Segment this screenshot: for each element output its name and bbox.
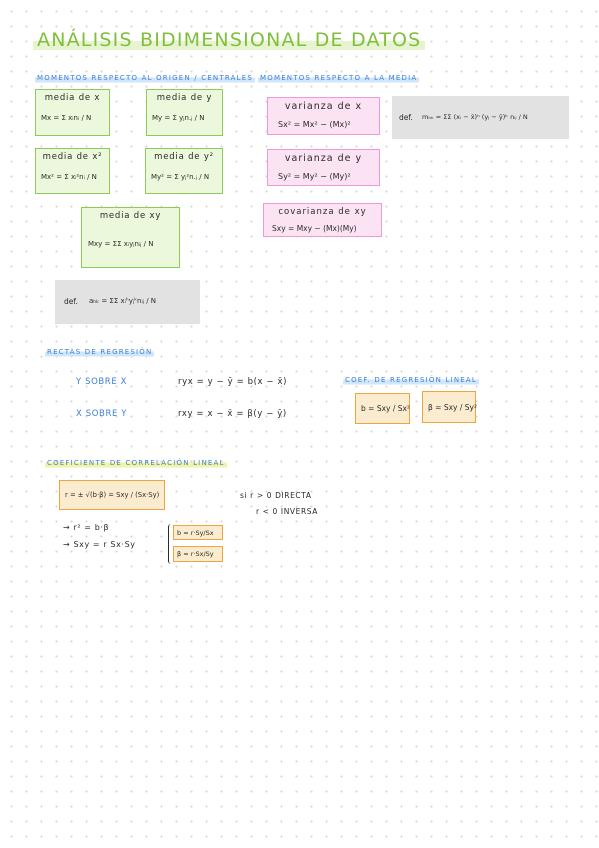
mean-xy-box: media de xy Mxy = ΣΣ xᵢyⱼnᵢⱼ / N [81,207,180,268]
mean-xy-formula: Mxy = ΣΣ xᵢyⱼnᵢⱼ / N [88,240,154,248]
mean-y2-formula: My² = Σ yⱼ²n.ⱼ / N [151,173,210,181]
sxy-from-r-formula: → Sxy = r Sx·Sy [63,540,136,549]
var-x-label: varianza de x [284,101,363,112]
coef-b-box: b = Sxy / Sx² [355,393,410,424]
section-moments-origin: MOMENTOS RESPECTO AL ORIGEN / CENTRALES [35,73,255,83]
correlation-inverse: r < 0 INVERSA [256,507,319,516]
section-correlation: COEFICIENTE DE CORRELACIÓN LINEAL [45,458,227,468]
var-y-box: varianza de y Sy² = My² − (My)² [267,149,380,186]
def-origin-box: def. aₕₖ = ΣΣ xᵢʰyⱼᵏnᵢⱼ / N [55,280,200,324]
section-regression-lines: RECTAS DE REGRESIÓN [45,347,155,357]
regression-x-on-y-label: X SOBRE Y [76,409,128,419]
b-from-r-box: b = r·Sy/Sx [173,525,223,540]
def-origin-label: def. [64,297,78,306]
regression-x-on-y-formula: rxy = x − x̄ = β(y − ȳ) [178,409,287,419]
var-x-box: varianza de x Sx² = Mx² − (Mx)² [267,97,380,135]
mean-x-formula: Mx = Σ xᵢnᵢ / N [41,114,92,122]
r-squared-formula: → r² = b·β [63,523,110,532]
cov-xy-label: covarianza de xy [278,207,367,217]
b-from-r-formula: b = r·Sy/Sx [177,529,214,537]
mean-y2-label: media de y² [154,152,214,162]
mean-y2-box: media de y² My² = Σ yⱼ²n.ⱼ / N [145,148,223,194]
mean-x-box: media de x Mx = Σ xᵢnᵢ / N [35,89,110,136]
cov-xy-box: covarianza de xy Sxy = Mxy − (Mx)(My) [263,203,382,237]
coef-b-formula: b = Sxy / Sx² [361,404,410,413]
mean-x-label: media de x [44,93,101,103]
mean-xy-label: media de xy [99,211,162,221]
coef-beta-box: β = Sxy / Sy² [422,391,477,423]
var-x-formula: Sx² = Mx² − (Mx)² [278,120,351,129]
correlation-formula-box: r = ± √(b·β) = Sxy / (Sx·Sy) [59,480,165,510]
correlation-direct: si r > 0 DIRECTA [240,491,312,500]
var-y-formula: Sy² = My² − (My)² [278,172,351,181]
def-central-formula: mₕₖ = ΣΣ (xᵢ − x̄)ʰ (yⱼ − ȳ)ᵏ nᵢⱼ / N [422,113,528,121]
mean-x2-label: media de x² [42,152,103,162]
beta-from-r-formula: β = r·Sx/Sy [177,550,214,558]
var-y-label: varianza de y [284,153,363,164]
brace-divider [168,524,172,564]
mean-y-formula: My = Σ yⱼn.ⱼ / N [152,114,205,122]
def-origin-formula: aₕₖ = ΣΣ xᵢʰyⱼᵏnᵢⱼ / N [89,297,157,305]
def-central-label: def. [399,113,413,122]
def-central-box: def. mₕₖ = ΣΣ (xᵢ − x̄)ʰ (yⱼ − ȳ)ᵏ nᵢⱼ /… [392,96,569,139]
section-moments-mean: MOMENTOS RESPECTO A LA MEDIA [258,73,420,83]
correlation-formula: r = ± √(b·β) = Sxy / (Sx·Sy) [65,491,160,499]
beta-from-r-box: β = r·Sx/Sy [173,546,223,562]
section-regression-coef: COEF. DE REGRESIÓN LINEAL [343,375,479,385]
coef-beta-formula: β = Sxy / Sy² [428,403,477,412]
page-title: ANÁLISIS BIDIMENSIONAL DE DATOS [33,28,426,52]
cov-xy-formula: Sxy = Mxy − (Mx)(My) [272,224,357,233]
mean-y-box: media de y My = Σ yⱼn.ⱼ / N [146,89,223,136]
regression-y-on-x-formula: ryx = y − ȳ = b(x − x̄) [178,377,288,387]
regression-y-on-x-label: Y SOBRE X [76,377,128,387]
mean-x2-formula: Mx² = Σ xᵢ²nᵢ / N [41,173,97,181]
mean-x2-box: media de x² Mx² = Σ xᵢ²nᵢ / N [35,148,110,194]
mean-y-label: media de y [156,93,213,103]
